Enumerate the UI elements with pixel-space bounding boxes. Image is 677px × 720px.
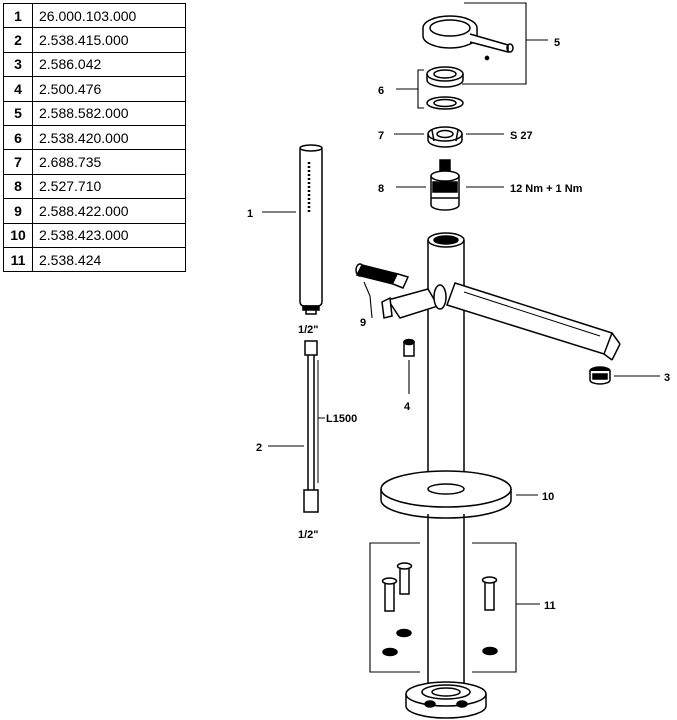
torque-label: 12 Nm + 1 Nm — [510, 183, 583, 195]
base-disc — [380, 470, 512, 519]
part-code: 2.527.710 — [32, 173, 186, 200]
callout-2: 2 — [256, 442, 262, 454]
hose-bottom-thread-label: 1/2" — [298, 529, 319, 541]
spout — [446, 282, 621, 361]
callout-9: 9 — [360, 317, 366, 329]
callout-6: 6 — [378, 85, 384, 97]
bottom-nut — [405, 681, 487, 719]
part-number: 6 — [3, 124, 33, 151]
faucet-column — [427, 232, 465, 497]
part-number: 1 — [3, 2, 33, 29]
side-connector — [355, 263, 447, 319]
hose-length-label: L1500 — [326, 413, 357, 425]
callout-10: 10 — [542, 491, 554, 503]
callout-8: 8 — [378, 183, 384, 195]
part-code: 26.000.103.000 — [32, 2, 186, 29]
callout-3: 3 — [664, 372, 670, 384]
callout-4: 4 — [404, 401, 411, 413]
callout-7: 7 — [378, 130, 384, 142]
callout-1: 1 — [247, 208, 253, 220]
part-number: 9 — [3, 198, 33, 224]
part-number: 10 — [3, 222, 33, 248]
part-code: 2.586.042 — [32, 51, 186, 78]
part-number: 5 — [3, 100, 33, 126]
callout-5: 5 — [554, 37, 560, 49]
hose-top-thread-label: 1/2" — [298, 324, 319, 336]
part-code: 2.538.420.000 — [32, 124, 186, 151]
part-code: 2.588.422.000 — [32, 198, 186, 224]
mixing-cartridge — [430, 159, 460, 211]
part-code: 2.500.476 — [32, 76, 186, 102]
part-code: 2.538.424 — [32, 246, 186, 273]
hex-nut — [427, 126, 463, 148]
nut-size-label: S 27 — [510, 130, 533, 142]
part-code: 2.588.582.000 — [32, 100, 186, 126]
fixing-kit — [369, 542, 517, 673]
part-code: 2.688.735 — [32, 149, 186, 175]
callout-11: 11 — [544, 600, 556, 612]
small-plug — [403, 338, 415, 357]
shower-hose — [303, 340, 319, 513]
cartridge-rings — [426, 66, 464, 110]
lever-handle — [422, 15, 514, 61]
mounting-rod — [427, 514, 465, 690]
hand-shower — [299, 144, 323, 315]
aerator — [589, 366, 611, 385]
part-number: 8 — [3, 173, 33, 200]
